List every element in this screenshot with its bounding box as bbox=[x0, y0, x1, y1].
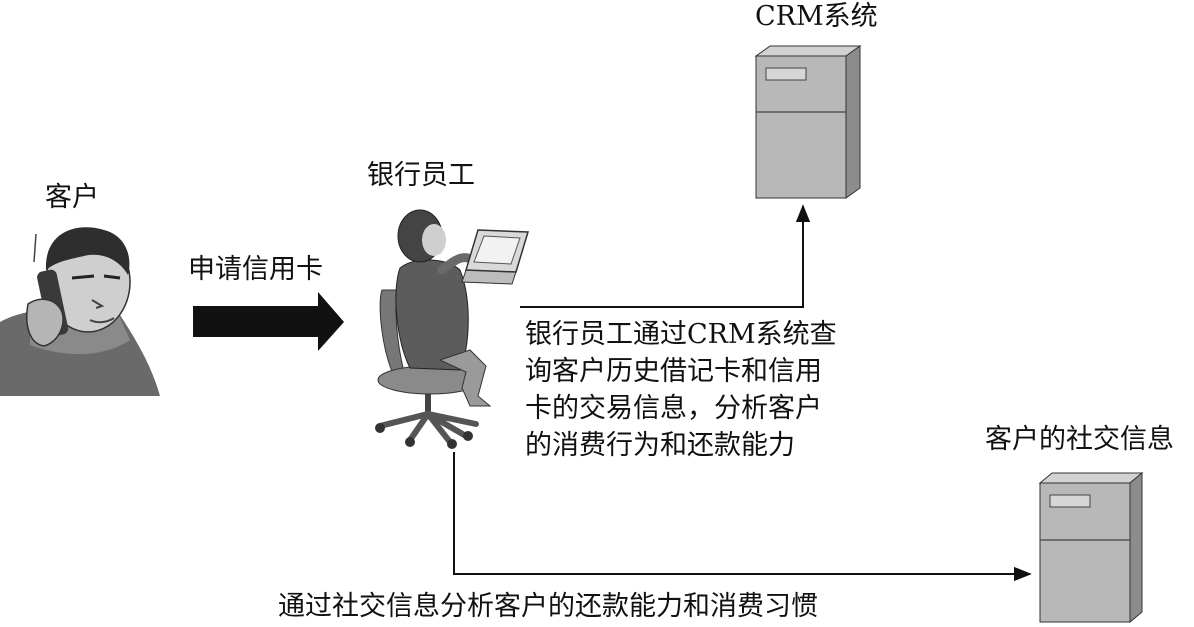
employee-description-line: 卡的交易信息，分析客户 bbox=[525, 393, 822, 424]
bank-employee-label: 银行员工 bbox=[367, 160, 475, 191]
employee-at-laptop-icon bbox=[375, 209, 529, 449]
connector-employee-to-crm bbox=[520, 204, 811, 308]
customer-label: 客户 bbox=[45, 182, 99, 213]
connector-employee-to-social bbox=[453, 452, 1032, 582]
person-on-phone-icon bbox=[0, 227, 160, 396]
customer-social-info-label: 客户的社交信息 bbox=[985, 424, 1174, 455]
thick-right-arrow-icon bbox=[193, 292, 344, 351]
employee-description-line: 询客户历史借记卡和信用 bbox=[525, 356, 822, 387]
employee-description-line: 的消费行为和还款能力 bbox=[525, 430, 795, 461]
apply-credit-card-label: 申请信用卡 bbox=[188, 254, 323, 285]
social-analysis-label: 通过社交信息分析客户的还款能力和消费习惯 bbox=[278, 591, 818, 622]
server-tower-icon bbox=[754, 45, 862, 199]
server-tower-icon bbox=[1038, 471, 1144, 624]
employee-description-line: 银行员工通过CRM系统查 bbox=[525, 319, 837, 350]
crm-system-label: CRM系统 bbox=[755, 1, 878, 32]
employee-description: 银行员工通过CRM系统查 询客户历史借记卡和信用 卡的交易信息，分析客户 的消费… bbox=[525, 316, 837, 464]
